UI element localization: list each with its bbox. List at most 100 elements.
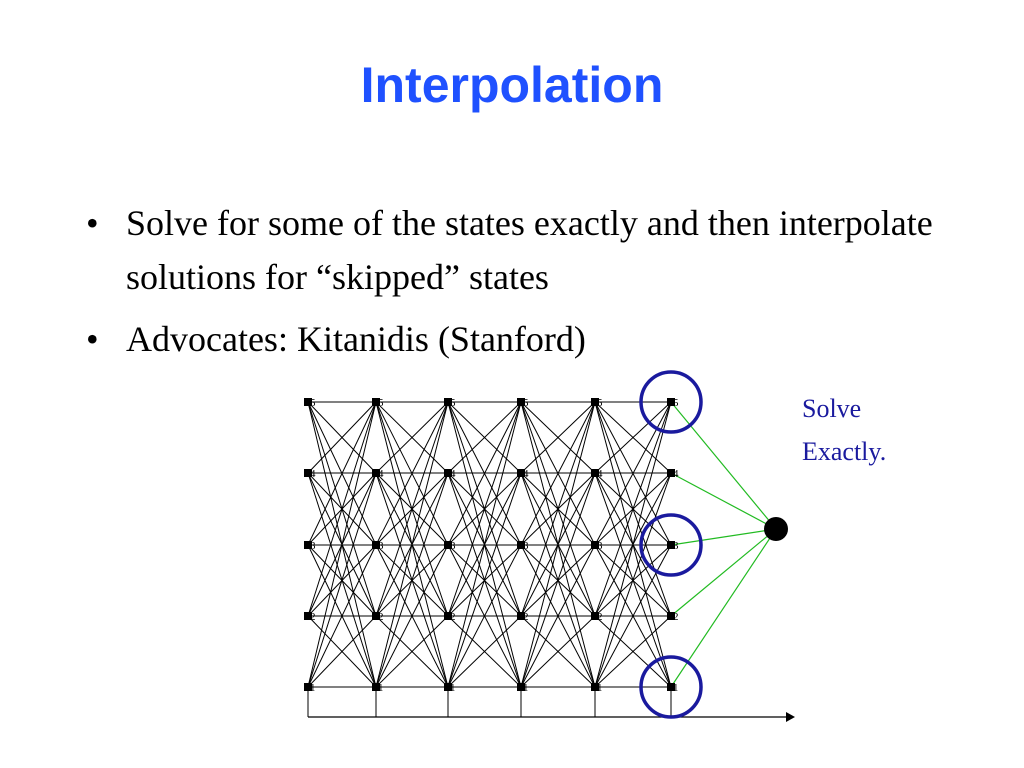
state-label: 1 (673, 682, 679, 694)
axis-arrowhead (786, 712, 795, 722)
state-label: 2 (523, 611, 529, 623)
bullet-list: • Solve for some of the states exactly a… (86, 196, 986, 366)
state-label: 3 (450, 540, 456, 552)
transition-edge (594, 401, 672, 688)
state-label: 4 (378, 468, 384, 480)
state-label: 5 (378, 397, 384, 409)
state-node (667, 612, 675, 620)
transition-edge (447, 401, 522, 617)
transition-edge (307, 401, 377, 546)
transition-edge (520, 615, 596, 688)
solved-state-circle (639, 370, 703, 434)
state-node (517, 398, 525, 406)
transition-edge (307, 401, 377, 688)
transition-edge (520, 401, 596, 617)
transition-edge (594, 544, 672, 688)
annotation-solve: Solve (802, 394, 861, 423)
state-label: 3 (378, 540, 384, 552)
transition-edge (594, 401, 672, 617)
state-label: 5 (597, 397, 603, 409)
solve-target-dot (764, 517, 788, 541)
transition-edge (375, 472, 449, 688)
transition-edge (447, 615, 522, 688)
state-node (444, 612, 452, 620)
transition-edge (375, 401, 449, 617)
state-label: 3 (310, 540, 316, 552)
transition-edge (594, 472, 672, 688)
annotation-exactly: Exactly. (802, 437, 886, 466)
state-node (372, 683, 380, 691)
bullet-text: Advocates: Kitanidis (Stanford) (126, 319, 586, 359)
solved-state-circles (639, 370, 703, 719)
state-label: 5 (310, 397, 316, 409)
bullet-marker: • (86, 203, 99, 243)
transition-edge (307, 615, 377, 688)
state-label: 4 (310, 468, 316, 480)
state-label: 1 (310, 682, 316, 694)
transition-edge (375, 401, 449, 474)
state-node (304, 683, 312, 691)
transition-edge (447, 401, 522, 474)
state-label: 2 (378, 611, 384, 623)
solved-state-circle (639, 513, 703, 577)
state-node (591, 683, 599, 691)
transition-edge (307, 401, 377, 474)
state-label: 1 (597, 682, 603, 694)
solve-connector (670, 528, 777, 546)
state-node (591, 612, 599, 620)
transition-edges (307, 401, 672, 688)
state-label: 4 (597, 468, 603, 480)
state-node (667, 398, 675, 406)
state-node (444, 683, 452, 691)
state-label: 3 (673, 540, 679, 552)
state-label: 5 (450, 397, 456, 409)
state-label: 4 (523, 468, 529, 480)
state-label: 3 (523, 540, 529, 552)
state-node (444, 469, 452, 477)
transition-edge (307, 472, 377, 688)
state-label: 3 (597, 540, 603, 552)
transition-edge (594, 615, 672, 688)
transition-edge (375, 401, 449, 688)
bullet-marker: • (86, 319, 99, 359)
state-node (667, 469, 675, 477)
transition-edge (520, 544, 596, 688)
state-label: 4 (673, 468, 679, 480)
state-label: 1 (378, 682, 384, 694)
transition-edge (375, 615, 449, 688)
solve-connector (670, 401, 777, 530)
bullet-text: Solve for some of the states exactly and… (126, 203, 933, 297)
transition-edge (594, 401, 672, 546)
state-node (304, 612, 312, 620)
stage-axis (307, 687, 795, 722)
state-node (372, 612, 380, 620)
state-node (591, 541, 599, 549)
state-label: 5 (673, 397, 679, 409)
transition-edge (520, 401, 596, 546)
state-node (591, 469, 599, 477)
transition-edge (520, 401, 596, 474)
state-label: 2 (597, 611, 603, 623)
state-node (444, 541, 452, 549)
state-node (304, 541, 312, 549)
transition-edge (447, 401, 522, 688)
transition-edge (594, 401, 672, 474)
state-node (372, 398, 380, 406)
state-node (444, 398, 452, 406)
slide-title: Interpolation (360, 57, 664, 113)
transition-edge (520, 401, 596, 688)
state-label: 1 (523, 682, 529, 694)
state-node (667, 541, 675, 549)
transition-edge (520, 472, 596, 688)
state-label: 2 (673, 611, 679, 623)
solve-connectors (670, 401, 777, 688)
state-node (667, 683, 675, 691)
transition-edge (375, 544, 449, 688)
bullet-item-solve: • Solve for some of the states exactly a… (86, 196, 986, 304)
solve-connector (670, 472, 777, 530)
state-label: 2 (310, 611, 316, 623)
state-node (517, 683, 525, 691)
state-node (304, 469, 312, 477)
